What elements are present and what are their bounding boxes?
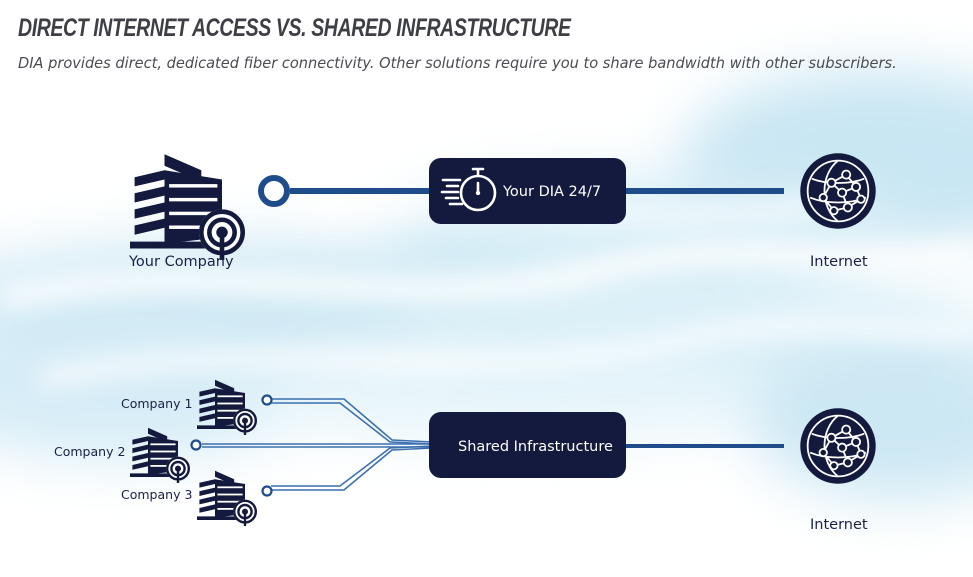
shared-fiber-lines bbox=[202, 398, 433, 491]
stopwatch-icon bbox=[440, 167, 497, 212]
internet-globe-icon-bottom bbox=[799, 407, 877, 485]
page-title: DIRECT INTERNET ACCESS VS. SHARED INFRAS… bbox=[18, 14, 571, 42]
dia-endpoint-circle bbox=[258, 175, 290, 207]
internet-globe-icon-top bbox=[799, 152, 877, 230]
shared-infrastructure-box bbox=[429, 412, 626, 478]
company1-endpoint bbox=[261, 394, 273, 406]
page-subtitle: DIA provides direct, dedicated fiber con… bbox=[18, 54, 897, 72]
internet-label-bottom: Internet bbox=[810, 517, 868, 533]
shared-infrastructure-label: Shared Infrastructure bbox=[458, 439, 613, 455]
your-company-label: Your Company bbox=[129, 254, 234, 270]
dia-connection-label: Your DIA 24/7 bbox=[503, 184, 602, 200]
company-1-label: Company 1 bbox=[121, 396, 193, 411]
company2-building-icon bbox=[128, 426, 192, 485]
company3-building-icon bbox=[195, 469, 259, 528]
your-company-building-icon bbox=[130, 154, 245, 260]
company-2-label: Company 2 bbox=[54, 444, 126, 459]
company-3-label: Company 3 bbox=[121, 487, 193, 502]
internet-label-top: Internet bbox=[810, 254, 868, 270]
company2-endpoint bbox=[190, 439, 202, 451]
company1-building-icon bbox=[195, 378, 259, 437]
company3-endpoint bbox=[261, 485, 273, 497]
